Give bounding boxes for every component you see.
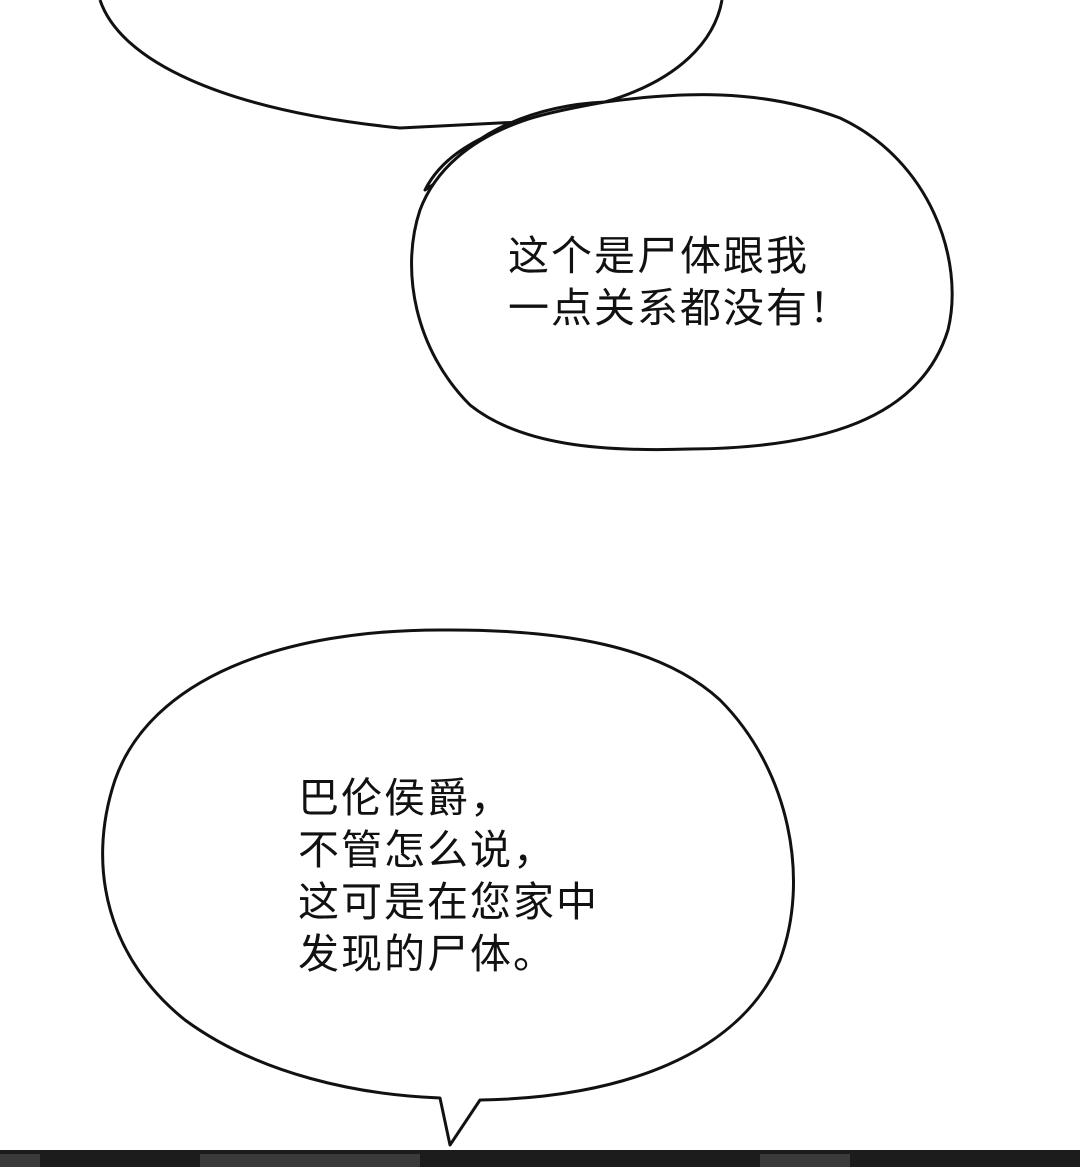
speech-line: 巴伦侯爵，	[298, 774, 513, 822]
speech-text-middle: 这个是尸体跟我 一点关系都没有！	[508, 230, 852, 334]
speech-bubble-bottom	[101, 628, 795, 1147]
bottom-bar-segment	[0, 1154, 40, 1167]
bottom-bar-segment	[200, 1154, 420, 1167]
speech-line: 发现的尸体。	[298, 930, 556, 978]
speech-bubble-top	[98, 0, 724, 192]
bottom-bar	[0, 1150, 1080, 1167]
speech-line: 这个是尸体跟我	[508, 232, 809, 280]
speech-bubble-middle	[410, 93, 954, 452]
speech-line: 一点关系都没有！	[508, 284, 852, 332]
speech-line: 不管怎么说，	[298, 826, 556, 874]
bottom-bar-segment	[760, 1154, 850, 1167]
speech-text-bottom: 巴伦侯爵， 不管怎么说， 这可是在您家中 发现的尸体。	[298, 772, 599, 980]
speech-line: 这可是在您家中	[298, 878, 599, 926]
